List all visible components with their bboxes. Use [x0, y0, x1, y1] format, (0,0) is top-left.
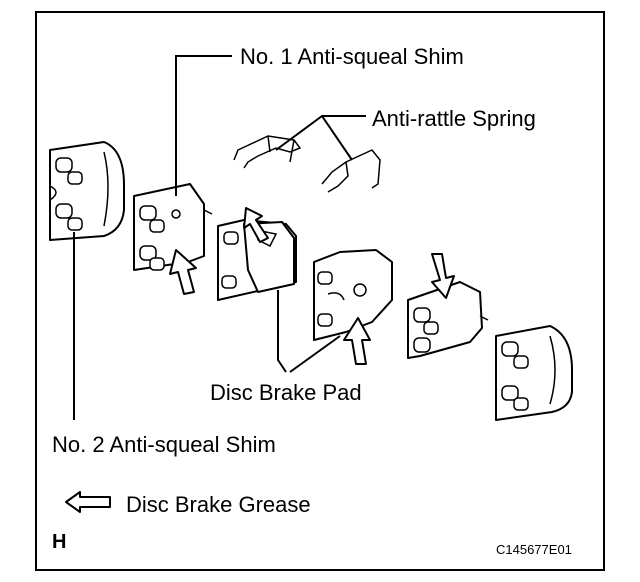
grease-legend-arrow	[65, 491, 111, 513]
no1-shim-left	[133, 183, 213, 271]
grease-arrow-3	[343, 317, 371, 365]
anti-rattle-spring-upper	[233, 135, 302, 169]
grease-arrow-1	[169, 249, 197, 295]
label-no2-shim: No. 2 Anti-squeal Shim	[52, 432, 276, 457]
leader-pad	[277, 290, 341, 373]
grease-arrow-2	[243, 207, 269, 243]
no1-shim-right	[407, 281, 489, 359]
label-anti-rattle-spring: Anti-rattle Spring	[372, 106, 536, 131]
label-figure-code: C145677E01	[496, 542, 572, 557]
no2-shim-left	[49, 141, 125, 241]
disc-brake-pad-left	[217, 219, 297, 301]
label-section-h: H	[52, 531, 66, 553]
grease-arrow-4	[431, 253, 455, 299]
disc-brake-pad-right	[313, 249, 393, 341]
label-disc-brake-grease: Disc Brake Grease	[126, 492, 311, 517]
no2-shim-right	[495, 325, 573, 421]
label-no1-shim: No. 1 Anti-squeal Shim	[240, 44, 464, 69]
leader-spring	[275, 114, 366, 161]
label-disc-brake-pad: Disc Brake Pad	[210, 380, 362, 405]
leader-no1-shim	[175, 55, 232, 196]
anti-rattle-spring-lower	[321, 149, 381, 193]
